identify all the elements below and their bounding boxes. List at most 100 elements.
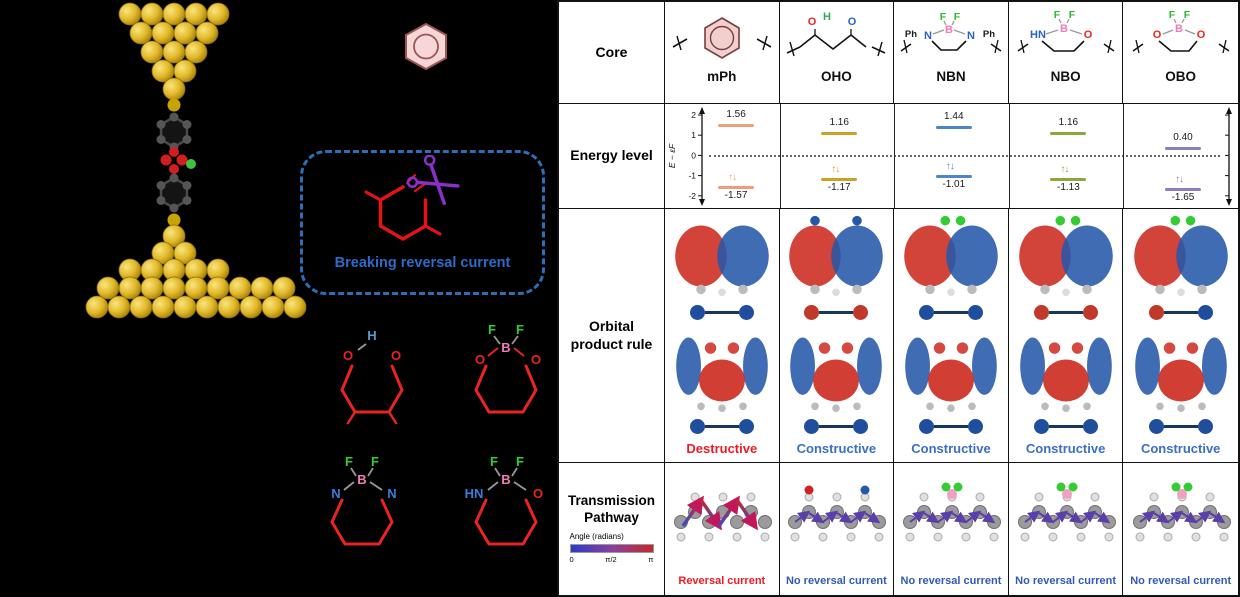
colorbar-tick: 0	[569, 555, 574, 565]
tick-label: -1	[688, 171, 696, 181]
atom-label: O	[391, 348, 401, 363]
core-cell-mPh: mPh	[665, 2, 780, 104]
orbital-sign-circle	[1082, 418, 1098, 434]
nbn-molecule: F F B N N	[330, 454, 397, 546]
atom-label: H	[823, 11, 831, 23]
spin-arrows-OBO: ↑↓	[1174, 173, 1184, 185]
spin-arrows-NBN: ↑↓	[945, 161, 955, 173]
gold-electrode-bottom	[85, 224, 307, 319]
atom-label: B	[945, 24, 953, 36]
atom-label: Ph	[905, 29, 917, 40]
atom-label: O	[1083, 29, 1092, 41]
orbital-sign-circle	[738, 305, 754, 321]
atom-label: F	[516, 322, 524, 337]
molecular-wire	[156, 98, 196, 227]
orbital-sign-circle	[918, 305, 934, 321]
obo-structure: F F O B O	[1132, 9, 1230, 54]
atom-label: HN	[465, 486, 484, 501]
core-name: NBO	[1050, 69, 1081, 84]
homo-level-NBN	[935, 175, 972, 179]
pathway-diagram	[898, 482, 1004, 565]
orbital-cell-NBO: Constructive	[1008, 209, 1124, 463]
lumo-isosurface	[901, 328, 1001, 412]
lumo-value-OHO: 1.16	[829, 116, 849, 128]
atom-label: F	[490, 454, 498, 469]
lumo-level-OHO	[821, 131, 858, 135]
orbital-sign-pair	[1033, 305, 1098, 321]
transmission-label: No reversal current	[900, 575, 1002, 587]
atom-label: O	[1152, 29, 1161, 41]
orbital-sign-circle	[1148, 305, 1164, 321]
atom-label: F	[516, 454, 524, 469]
homo-value-OHO: -1.17	[827, 182, 851, 194]
homo-value-NBN: -1.01	[942, 179, 966, 191]
pathway-diagram	[1128, 482, 1234, 565]
spin-arrows-OHO: ↑↓	[831, 164, 840, 176]
energy-grid-line	[1123, 104, 1125, 208]
atom-label: F	[1068, 9, 1075, 21]
core-cell-OHO: O H O OHO	[779, 2, 895, 104]
transmission-cell-NBO: No reversal current	[1009, 463, 1124, 595]
interference-verdict: Constructive	[796, 441, 877, 456]
nbo-molecule: F F B HN O	[465, 454, 543, 546]
breaking-reversal-box: Breaking reversal current	[300, 150, 545, 295]
benzene-icon	[405, 22, 447, 71]
energy-grid-line	[779, 104, 781, 208]
row-label-transmission: Transmission Pathway Angle (radians) 0 π…	[559, 463, 665, 595]
lumo-value-mPh: 1.56	[726, 108, 746, 120]
tick-label: 2	[691, 110, 696, 120]
energy-axis-left: 2 1 0 -1 -2 E − εF	[667, 107, 705, 206]
orbital-sign-bond	[933, 311, 968, 315]
orbital-sign-circle	[1082, 305, 1098, 321]
lumo-level-mPh	[718, 123, 755, 127]
core-name: mPh	[707, 69, 737, 84]
row-label-orbital: Orbital product rule	[559, 209, 665, 463]
left-illustration-panel: Breaking reversal current O H O F F B O …	[0, 0, 557, 597]
transmission-row-title: Transmission Pathway	[567, 493, 656, 526]
fermi-level-dotted-line	[709, 155, 1220, 157]
atom-label: B	[357, 472, 366, 487]
atom-label: F	[1053, 9, 1060, 21]
atom-label: H	[367, 328, 376, 343]
orbital-sign-circle	[1197, 305, 1213, 321]
orbital-sign-bond	[819, 311, 854, 315]
tick-label: 0	[691, 150, 696, 160]
atom-label: N	[924, 30, 932, 42]
homo-level-NBO	[1050, 177, 1087, 181]
atom-label: HN	[1030, 29, 1046, 41]
homo-level-mPh	[718, 186, 755, 190]
atom-label: F	[345, 454, 353, 469]
orbital-sign-pair	[1033, 418, 1098, 434]
scissors-icon	[406, 155, 460, 206]
energy-axis-right	[1224, 107, 1232, 206]
transmission-label: Reversal current	[678, 575, 766, 587]
orbital-sign-bond	[933, 424, 968, 428]
energy-grid-line	[894, 104, 896, 208]
orbital-cell-OHO: Constructive	[779, 209, 895, 463]
atom-label: O	[475, 352, 485, 367]
atom-label: B	[501, 340, 510, 355]
lumo-level-NBN	[935, 126, 972, 130]
lumo-isosurface	[672, 328, 772, 412]
angle-colorbar-block: Angle (radians) 0 π/2 π	[569, 532, 654, 565]
orbital-sign-circle	[689, 418, 705, 434]
atom-label: O	[1196, 29, 1205, 41]
nbo-structure: F F HN B O	[1017, 9, 1115, 54]
orbital-sign-bond	[1048, 424, 1083, 428]
atom-label: F	[1183, 9, 1190, 21]
orbital-sign-circle	[853, 418, 869, 434]
atom-label: B	[1175, 23, 1183, 35]
homo-value-NBO: -1.13	[1056, 181, 1080, 193]
pathway-diagram	[1013, 482, 1119, 565]
anchor-atom	[167, 213, 181, 227]
homo-level-OHO	[821, 178, 858, 182]
nbn-structure: Ph N F F B N Ph	[900, 11, 1002, 54]
lumo-isosurface	[786, 328, 886, 412]
atom-label: Ph	[983, 29, 995, 40]
atom-label: F	[371, 454, 379, 469]
colorbar-title: Angle (radians)	[569, 532, 624, 542]
anchor-atom	[167, 98, 181, 112]
orbital-sign-circle	[918, 418, 934, 434]
orbital-sign-circle	[967, 305, 983, 321]
